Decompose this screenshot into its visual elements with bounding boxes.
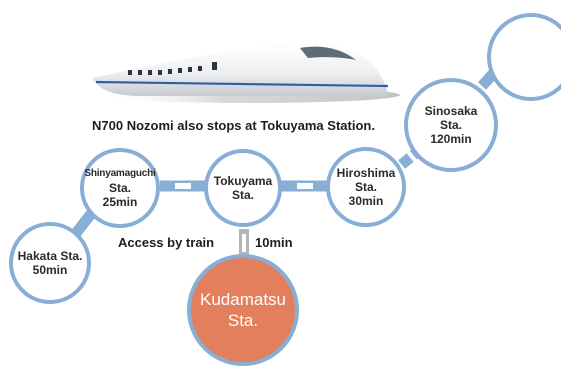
station-suffix: Sta.	[227, 311, 259, 330]
travel-time: 50min	[32, 263, 68, 277]
caption-text: N700 Nozomi also stops at Tokuyama Stati…	[92, 118, 375, 133]
station-sinosaka: Sinosaka Sta. 120min	[404, 78, 498, 172]
station-suffix: Sta.	[354, 180, 377, 194]
station-kudamatsu: Kudamatsu Sta.	[187, 254, 299, 366]
station-hakata: Hakata Sta. 50min	[9, 222, 91, 304]
station-name: Tokuyama	[213, 174, 273, 188]
station-suffix: Sta.	[439, 118, 462, 132]
station-name: Shinyamaguchi	[84, 168, 156, 179]
station-name: Hakata Sta.	[17, 249, 83, 263]
shinkansen-train-icon	[92, 42, 400, 103]
station-name: Hiroshima	[336, 166, 396, 180]
station-hiroshima: Hiroshima Sta. 30min	[326, 147, 406, 227]
station-name: Kudamatsu	[200, 290, 286, 309]
access-label: Access by train	[118, 235, 215, 250]
travel-time: 25min	[102, 195, 138, 209]
station-name: Sinosaka	[424, 104, 478, 118]
travel-time: 30min	[348, 194, 384, 208]
station-shinyamaguchi: Shinyamaguchi Sta. 25min	[80, 148, 160, 228]
station-suffix: Sta.	[231, 188, 254, 202]
station-tokuyama: Tokuyama Sta.	[204, 149, 282, 227]
station-suffix: Sta.	[108, 181, 131, 195]
travel-time: 120min	[430, 132, 472, 146]
station-unnamed-destination	[487, 13, 561, 101]
access-time: 10min	[255, 235, 293, 250]
connector-gap	[297, 183, 313, 189]
connector-gap	[175, 183, 191, 189]
